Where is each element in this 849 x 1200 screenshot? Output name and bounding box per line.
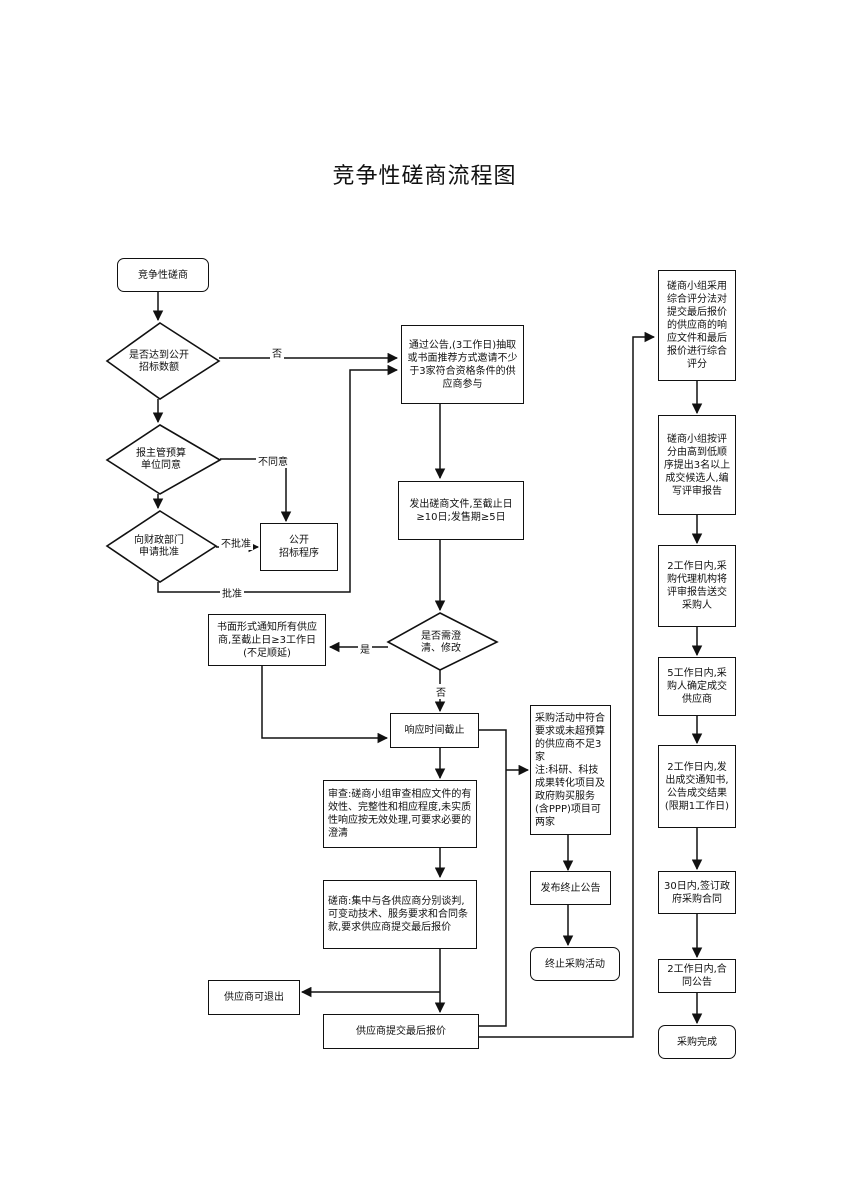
decision-report-diamond xyxy=(105,424,222,495)
withdraw-box: 供应商可退出 xyxy=(208,980,300,1015)
label-not-approved: 不批准 xyxy=(219,535,253,550)
label-approved: 批准 xyxy=(220,585,244,600)
insufficient-box: 采购活动中符合要求或未超预算的供应商不足3家 注:科研、科技成果转化项目及政府购… xyxy=(530,705,611,835)
decision-finance-diamond xyxy=(105,510,218,583)
deadline-box: 响应时间截止 xyxy=(390,713,479,748)
announce-box: 通过公告,(3工作日)抽取或书面推荐方式邀请不少于3家符合资格条件的供应商参与 xyxy=(401,325,524,404)
decision-finance-text: 向财政部门申请批准 xyxy=(134,535,184,558)
terminate-node: 终止采购活动 xyxy=(530,947,620,981)
end-node: 采购完成 xyxy=(658,1025,736,1059)
negotiate-box: 磋商:集中与各供应商分别谈判,可变动技术、服务要求和合同条款,要求供应商提交最后… xyxy=(323,880,477,949)
final-quote-box: 供应商提交最后报价 xyxy=(323,1014,479,1049)
label-no: 否 xyxy=(270,345,284,360)
terminate-notice-box: 发布终止公告 xyxy=(530,871,611,905)
evaluation-box: 磋商小组采用综合评分法对提交最后报价的供应商的响应文件和最后报价进行综合评分 xyxy=(658,270,736,381)
contract-notice-box: 2工作日内,合同公告 xyxy=(658,959,736,993)
notify-written-box: 书面形式通知所有供应商,至截止日≥3工作日(不足顺延) xyxy=(208,614,326,666)
report-delivery-box: 2工作日内,采购代理机构将评审报告送交采购人 xyxy=(658,545,736,627)
decision-amount-text: 是否达到公开招标数额 xyxy=(129,350,189,373)
decision-amount-diamond xyxy=(105,322,221,400)
candidates-box: 磋商小组按评分由高到低顺序提出3名以上成交候选人,编写评审报告 xyxy=(658,415,736,515)
page-title: 竞争性磋商流程图 xyxy=(332,164,517,189)
label-yes: 是 xyxy=(358,641,372,656)
notice-result-box: 2工作日内,发出成交通知书,公告成交结果(限期1工作日) xyxy=(658,745,736,828)
label-disagree: 不同意 xyxy=(256,453,290,468)
label-no-clarify: 否 xyxy=(434,684,448,699)
public-bid-box: 公开 招标程序 xyxy=(260,523,338,571)
issue-docs-box: 发出磋商文件,至截止日≥10日;发售期≥5日 xyxy=(398,481,524,540)
decision-clarify-text: 是否需澄清、修改 xyxy=(421,631,461,654)
sign-contract-box: 30日内,签订政府采购合同 xyxy=(658,871,736,914)
confirm-supplier-box: 5工作日内,采购人确定成交供应商 xyxy=(658,657,736,716)
review-box: 审查:磋商小组审查相应文件的有效性、完整性和相应程度,未实质性响应按无效处理,可… xyxy=(323,780,477,848)
start-node: 竞争性磋商 xyxy=(117,258,209,292)
decision-report-text: 报主管预算单位同意 xyxy=(136,448,186,471)
